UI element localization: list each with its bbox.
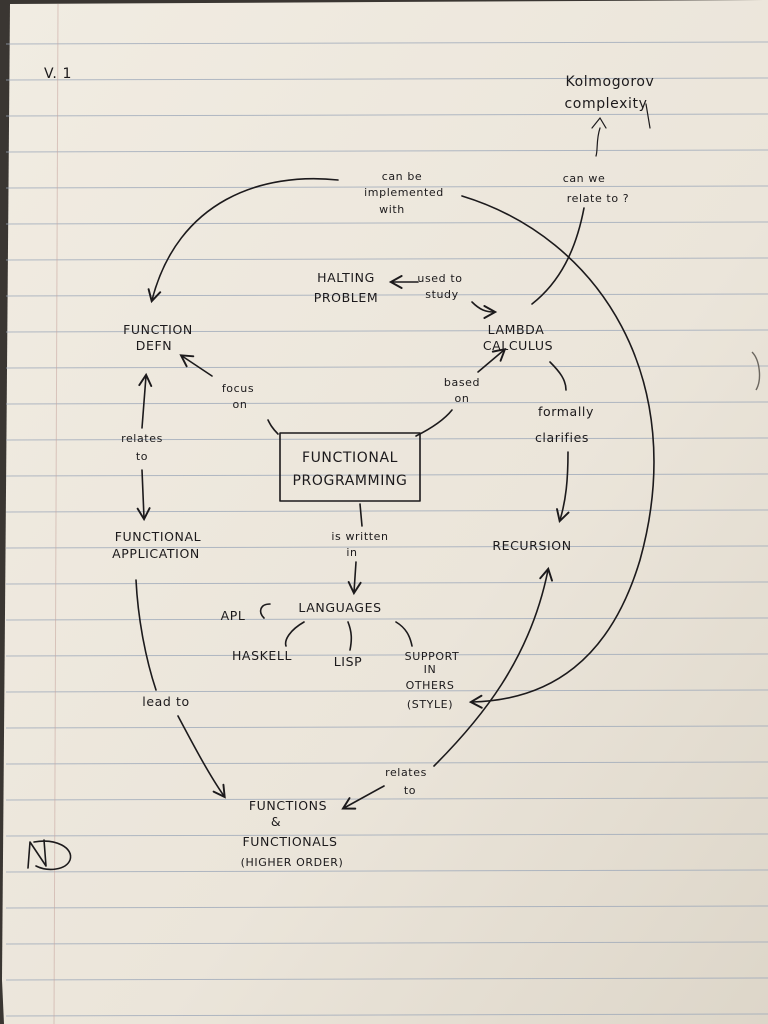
based-on-label-1: based	[444, 376, 480, 389]
focus-on-label-2: on	[233, 398, 248, 411]
arrow-implemented-to-support	[461, 195, 655, 709]
apl-label: APL	[221, 608, 246, 623]
relates-to-left-label-1: relates	[121, 432, 163, 445]
arrow-relates-to-function-defn	[138, 372, 153, 429]
support-label-1: SUPPORT	[405, 650, 460, 663]
halting-problem-label-1: HALTING	[317, 270, 375, 285]
arrow-study-to-lambda	[471, 301, 498, 319]
line-box-to-focus	[267, 419, 279, 435]
formally-clarifies-label-2: clarifies	[535, 430, 589, 445]
apl-bracket	[259, 603, 271, 619]
recursion-label: RECURSION	[492, 538, 571, 553]
binder-edge-mark	[751, 351, 761, 391]
branch-to-haskell	[284, 621, 305, 647]
function-defn-label-1: FUNCTION	[123, 322, 193, 337]
line-relate-to-lambda	[531, 207, 585, 305]
languages-label: LANGUAGES	[298, 600, 381, 615]
functions-label-1: FUNCTIONS	[249, 798, 327, 813]
arrow-lead-to-functions	[177, 715, 226, 799]
function-defn-label-2: DEFN	[136, 338, 172, 353]
functions-label-4: (HIGHER ORDER)	[241, 856, 344, 869]
haskell-label: HASKELL	[232, 648, 292, 663]
can-we-relate-label-2: relate to ?	[567, 192, 629, 205]
arrow-relates-to-recursion	[433, 566, 553, 767]
functional-programming-label-2: PROGRAMMING	[293, 473, 408, 489]
is-written-in-label-2: in	[346, 546, 357, 559]
used-to-study-label-1: used to	[417, 272, 462, 285]
functional-application-label-2: APPLICATION	[112, 546, 200, 561]
is-written-in-label-1: is written	[331, 530, 388, 543]
lisp-label: LISP	[334, 654, 363, 669]
line-application-to-lead	[135, 579, 157, 691]
can-we-relate-label-1: can we	[563, 172, 606, 185]
kolmogorov-label-2: complexity	[565, 96, 648, 112]
branch-to-support	[395, 621, 413, 647]
functions-label-2: &	[271, 814, 281, 829]
support-label-4: (STYLE)	[407, 698, 453, 711]
branch-to-lisp	[347, 621, 353, 651]
functional-programming-box	[279, 432, 421, 502]
functional-programming-label-1: FUNCTIONAL	[302, 450, 398, 466]
focus-on-label-1: focus	[222, 382, 254, 395]
arrow-relates-to-functions	[341, 785, 385, 810]
relates-to-left-label-2: to	[136, 450, 148, 463]
functions-label-3: FUNCTIONALS	[243, 834, 338, 849]
can-be-implemented-label-3: with	[379, 203, 405, 216]
ruled-lines	[5, 41, 768, 1017]
arrow-based-to-lambda	[477, 347, 507, 373]
line-box-to-based	[415, 409, 453, 437]
can-be-implemented-label-1: can be	[382, 170, 423, 183]
kolmogorov-label-1: Kolmogorov	[566, 74, 655, 90]
kolmogorov-caret	[591, 116, 607, 129]
functional-application-label-1: FUNCTIONAL	[115, 529, 201, 544]
initials-mark	[27, 839, 72, 871]
margin-line	[53, 3, 59, 1024]
support-label-3: OTHERS	[406, 679, 455, 692]
used-to-study-label-2: study	[425, 288, 459, 301]
line-kolmogorov-to-relate	[595, 127, 601, 157]
formally-clarifies-label-1: formally	[538, 404, 594, 419]
kolmogorov-tail	[645, 103, 651, 129]
lead-to-label: lead to	[142, 694, 189, 709]
lambda-calculus-label-1: LAMBDA	[488, 322, 545, 337]
version-mark: V. 1	[44, 66, 72, 82]
support-label-2: IN	[424, 663, 437, 676]
arrow-focus-to-function-defn	[179, 354, 213, 377]
arrow-implemented-to-function-defn	[147, 177, 339, 304]
relates-to-bottom-label-2: to	[404, 784, 416, 797]
halting-problem-label-2: PROBLEM	[314, 290, 378, 305]
lambda-calculus-label-2: CALCULUS	[483, 338, 553, 353]
line-box-to-written	[359, 503, 363, 527]
line-lambda-to-clarifies	[549, 361, 567, 391]
arrow-clarifies-to-recursion	[556, 451, 570, 524]
arrow-written-to-languages	[347, 561, 362, 596]
based-on-label-2: on	[455, 392, 470, 405]
arrow-relates-to-application	[136, 469, 151, 522]
relates-to-bottom-label-1: relates	[385, 766, 427, 779]
can-be-implemented-label-2: implemented	[364, 186, 444, 199]
